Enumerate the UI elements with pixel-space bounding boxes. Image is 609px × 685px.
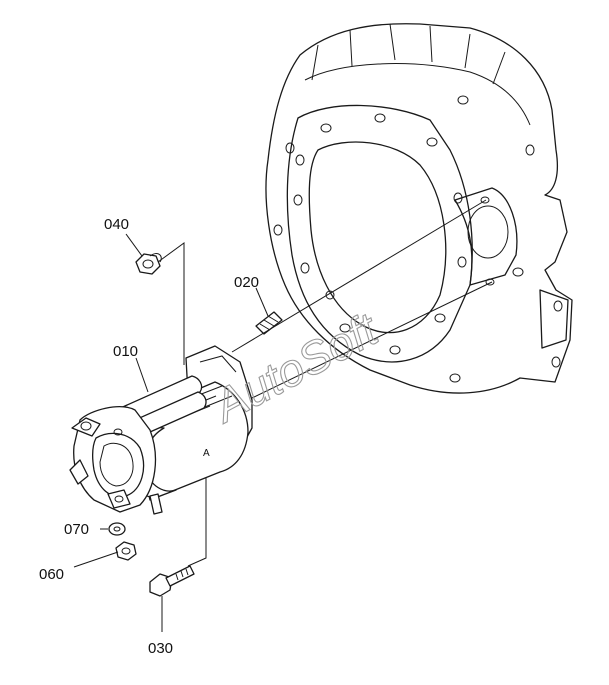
label-030: 030 <box>148 640 173 657</box>
washer-070 <box>108 522 126 536</box>
starter-motor: A <box>69 345 253 515</box>
label-010: 010 <box>113 343 138 360</box>
nut-040 <box>135 253 162 275</box>
leader-lines <box>73 199 493 632</box>
bolt-030 <box>149 565 195 597</box>
label-040: 040 <box>104 216 129 233</box>
stud-bolt-020 <box>255 311 283 335</box>
label-020: 020 <box>234 274 259 291</box>
nut-060 <box>115 541 137 561</box>
svg-text:A: A <box>203 448 210 459</box>
label-060: 060 <box>39 566 64 583</box>
flywheel-housing <box>265 23 573 394</box>
label-070: 070 <box>64 521 89 538</box>
